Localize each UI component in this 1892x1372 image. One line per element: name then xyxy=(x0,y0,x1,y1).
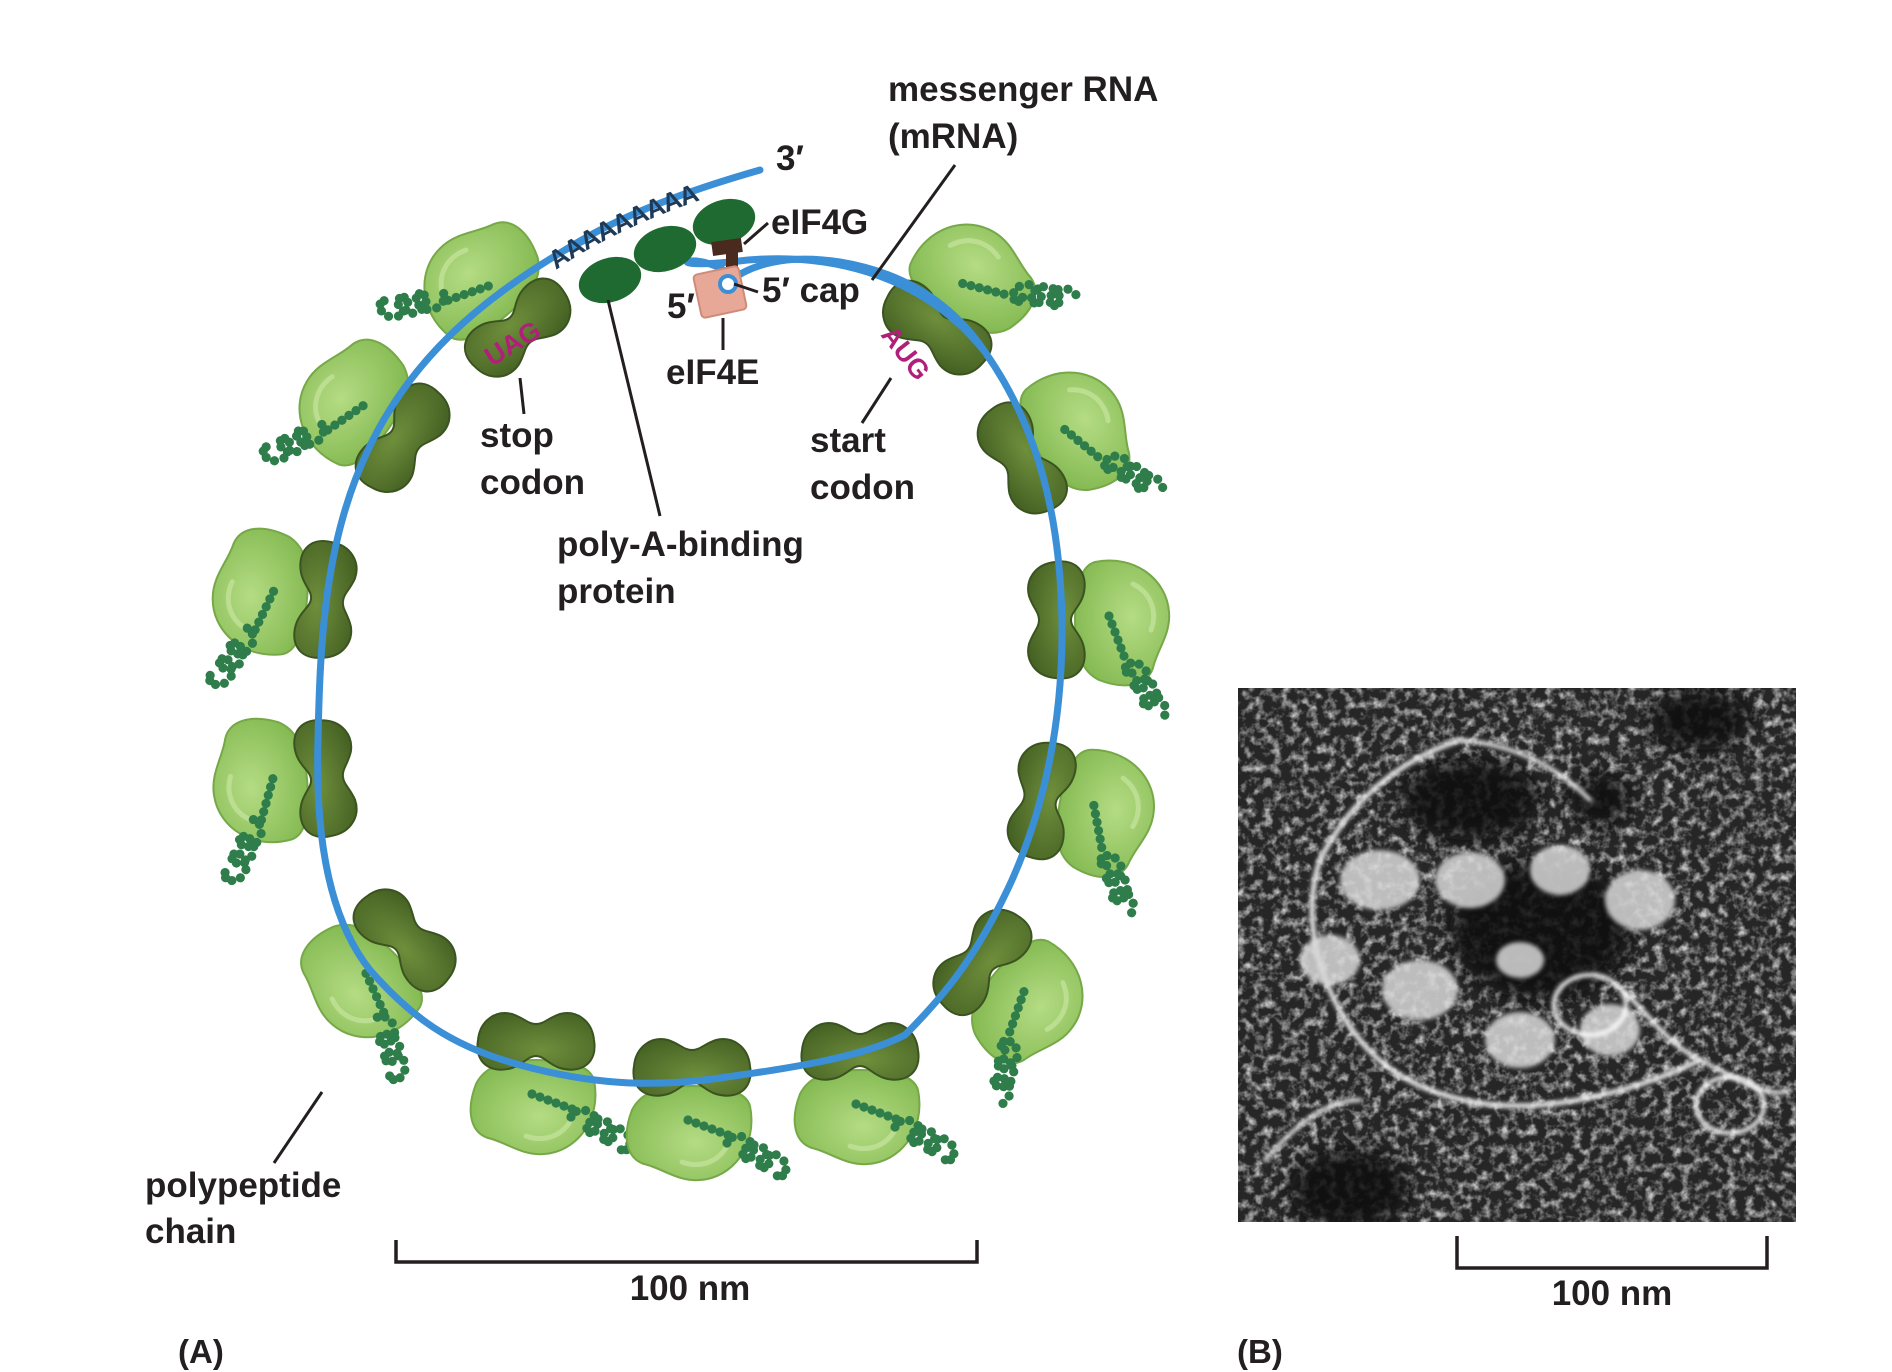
ribosome xyxy=(207,711,360,886)
ribosome xyxy=(280,876,469,1085)
ribosome xyxy=(966,351,1168,526)
polypeptide-chain xyxy=(851,1099,959,1165)
eif4g-label: eIF4G xyxy=(771,203,868,242)
panel-a-label: (A) xyxy=(178,1333,224,1370)
ribosome xyxy=(471,1012,635,1155)
mrna-tail xyxy=(561,166,764,254)
ribosome xyxy=(870,202,1081,387)
five-prime-cap xyxy=(718,274,738,294)
stop-codon-label-line1: stop xyxy=(480,416,554,455)
mrna-label-line2: (mRNA) xyxy=(888,117,1018,156)
mrna-5prime-segment xyxy=(724,255,989,356)
stop-codon-label-line2: codon xyxy=(480,463,585,502)
polypeptide-chain xyxy=(1089,800,1138,918)
panel-b-label: (B) xyxy=(1237,1333,1283,1370)
start-codon-label-line2: codon xyxy=(810,468,915,507)
ribosome xyxy=(920,896,1106,1109)
ribosome xyxy=(1002,736,1163,918)
polypeptide-chain xyxy=(989,987,1029,1109)
scale-bar-a-label: 100 nm xyxy=(630,1269,751,1308)
eif4g-protein xyxy=(711,237,743,268)
start-codon-label-line1: start xyxy=(810,421,886,460)
polypeptide-chain xyxy=(375,281,493,321)
polypeptide-chain xyxy=(205,586,279,690)
eif4e-protein xyxy=(692,265,748,319)
polypeptide-chain xyxy=(527,1089,635,1155)
ribosome xyxy=(205,525,360,690)
polypeptide-chain xyxy=(1104,611,1170,720)
polypeptide-chain xyxy=(220,774,278,886)
polypeptide-label-line2: chain xyxy=(145,1212,236,1251)
scale-bar-a xyxy=(394,1240,979,1264)
five-prime-label: 5′ xyxy=(667,287,695,326)
polypeptide-chain xyxy=(958,278,1081,311)
ribosome xyxy=(375,200,584,390)
scale-bar-b-label: 100 nm xyxy=(1552,1274,1673,1313)
ribosome xyxy=(258,321,462,505)
pabp-label-line1: poly-A-binding xyxy=(557,525,804,564)
ribosome xyxy=(795,1022,959,1165)
five-prime-cap-label: 5′ cap xyxy=(762,271,860,310)
poly-a-binding-proteins xyxy=(578,198,756,304)
electron-micrograph xyxy=(1238,688,1796,1222)
polypeptide-chain xyxy=(258,401,368,466)
scale-bar-b xyxy=(1455,1236,1769,1270)
three-prime-label: 3′ xyxy=(776,139,804,178)
circular-polysome-diagram xyxy=(204,200,1169,1180)
ribosome xyxy=(1027,561,1170,720)
polypeptide-label-line1: polypeptide xyxy=(145,1166,341,1205)
polypeptide-chain xyxy=(1060,424,1168,493)
pabp-label-line2: protein xyxy=(557,572,676,611)
eif4e-label: eIF4E xyxy=(666,353,759,392)
polypeptide-chain xyxy=(683,1115,791,1181)
mrna-label-line1: messenger RNA xyxy=(888,70,1158,109)
ribosome xyxy=(627,1038,791,1181)
